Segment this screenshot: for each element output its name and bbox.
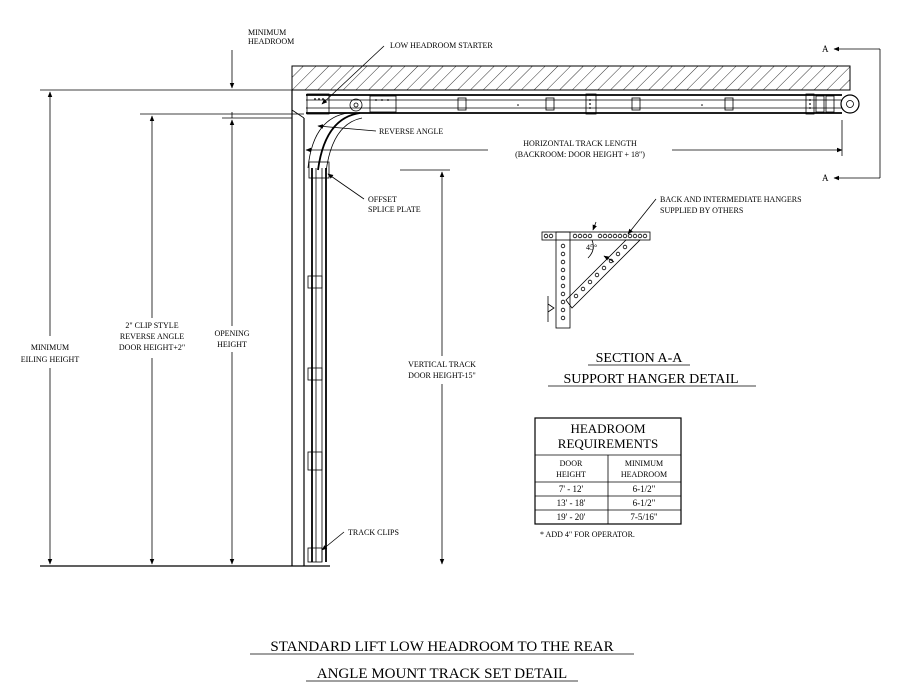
low-headroom-starter-label: LOW HEADROOM STARTER <box>390 41 493 50</box>
svg-text:STANDARD LIFT LOW HEADROOM TO: STANDARD LIFT LOW HEADROOM TO THE REAR <box>270 639 613 655</box>
svg-text:REVERSE ANGLE: REVERSE ANGLE <box>120 332 184 341</box>
svg-text:SUPPORT HANGER DETAIL: SUPPORT HANGER DETAIL <box>563 372 738 387</box>
svg-text:HEIGHT: HEIGHT <box>556 470 586 479</box>
svg-text:MINIMUM: MINIMUM <box>248 28 286 37</box>
svg-text:ANGLE MOUNT TRACK SET DETAIL: ANGLE MOUNT TRACK SET DETAIL <box>317 666 567 682</box>
table-row: 7-5/16" <box>630 512 657 522</box>
table-row: 13' - 18' <box>557 498 586 508</box>
table-row: 6-1/2" <box>633 484 656 494</box>
svg-text:SUPPLIED BY OTHERS: SUPPLIED BY OTHERS <box>660 206 743 215</box>
svg-text:2" CLIP STYLE: 2" CLIP STYLE <box>125 321 178 330</box>
svg-text:MINIMUM: MINIMUM <box>625 459 663 468</box>
support-hanger-detail: BACK AND INTERMEDIATE HANGERS SUPPLIED B… <box>541 195 802 329</box>
section-marker-top: A <box>822 44 829 54</box>
min-headroom-label: MINIMUM HEADROOM <box>248 28 294 46</box>
table-row: 19' - 20' <box>557 512 586 522</box>
section-title: SECTION A-A SUPPORT HANGER DETAIL <box>548 351 756 387</box>
section-markers: A A <box>822 44 881 183</box>
svg-text:OPENING: OPENING <box>214 329 249 338</box>
svg-text:(BACKROOM: DOOR HEIGHT + 18"): (BACKROOM: DOOR HEIGHT + 18") <box>515 150 645 159</box>
clip-style-label: 2" CLIP STYLE REVERSE ANGLE DOOR HEIGHT+… <box>119 321 185 352</box>
wall-jamb <box>291 90 305 566</box>
vertical-track <box>307 161 330 563</box>
ceiling-slab <box>291 65 851 91</box>
angle-label: 45° <box>586 243 597 252</box>
svg-text:HORIZONTAL TRACK LENGTH: HORIZONTAL TRACK LENGTH <box>523 139 637 148</box>
table-row: 7' - 12' <box>559 484 584 494</box>
svg-text:MINIMUM: MINIMUM <box>31 343 69 352</box>
radius-track <box>307 112 363 173</box>
svg-text:SECTION A-A: SECTION A-A <box>596 351 684 366</box>
svg-text:DOOR: DOOR <box>560 459 583 468</box>
svg-text:HEADROOM: HEADROOM <box>248 37 294 46</box>
table-note: * ADD 4" FOR OPERATOR. <box>540 530 635 539</box>
min-ceiling-label: MINIMUM EILING HEIGHT <box>21 343 80 364</box>
dimension-lines <box>40 50 843 565</box>
svg-text:BACK AND INTERMEDIATE HANGERS: BACK AND INTERMEDIATE HANGERS <box>660 195 802 204</box>
svg-text:HEIGHT: HEIGHT <box>217 340 247 349</box>
drawing-title: STANDARD LIFT LOW HEADROOM TO THE REAR A… <box>250 639 634 682</box>
leader-lines <box>317 45 657 551</box>
headroom-table: HEADROOM REQUIREMENTS DOOR HEIGHT MINIMU… <box>534 417 682 539</box>
svg-text:EILING HEIGHT: EILING HEIGHT <box>21 355 80 364</box>
table-row: 6-1/2" <box>633 498 656 508</box>
svg-text:SPLICE PLATE: SPLICE PLATE <box>368 205 421 214</box>
svg-text:DOOR HEIGHT+2": DOOR HEIGHT+2" <box>119 343 185 352</box>
svg-text:VERTICAL TRACK: VERTICAL TRACK <box>408 360 476 369</box>
svg-text:OFFSET: OFFSET <box>368 195 397 204</box>
offset-splice-label: OFFSET SPLICE PLATE <box>368 195 421 214</box>
svg-text:DOOR HEIGHT-15": DOOR HEIGHT-15" <box>408 371 476 380</box>
section-marker-bottom: A <box>822 173 829 183</box>
horizontal-track <box>306 93 860 115</box>
reverse-angle-label: REVERSE ANGLE <box>379 127 443 136</box>
svg-text:HEADROOM: HEADROOM <box>621 470 667 479</box>
opening-height-label: OPENING HEIGHT <box>214 329 249 349</box>
svg-text:HEADROOM: HEADROOM <box>570 421 646 436</box>
vertical-track-label: VERTICAL TRACK DOOR HEIGHT-15" <box>408 360 476 380</box>
horizontal-track-label: HORIZONTAL TRACK LENGTH (BACKROOM: DOOR … <box>515 139 645 159</box>
track-clips-label: TRACK CLIPS <box>348 528 399 537</box>
svg-text:REQUIREMENTS: REQUIREMENTS <box>558 436 658 451</box>
